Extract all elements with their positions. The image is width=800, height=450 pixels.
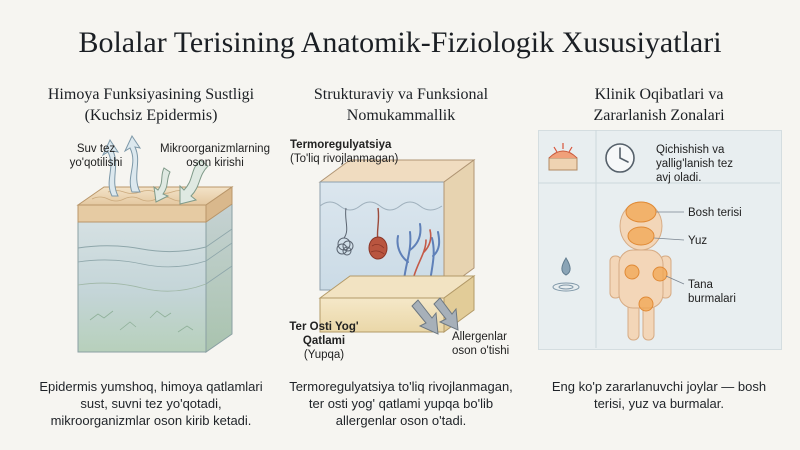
vessel-icon [396, 223, 441, 283]
nerve-coil-icon [336, 207, 354, 256]
allergen-label: Allergenlar oson o'tishi [452, 331, 510, 357]
microbe-arrow-icon [153, 159, 209, 205]
page-title: Bolalar Terisining Anatomik-Fiziologik X… [78, 26, 722, 59]
gland-icon [368, 207, 388, 260]
water-loss-label: Suv tez yo'qotilishi [69, 143, 123, 169]
affected-zones [624, 201, 668, 312]
irritated-skin-icon [548, 143, 578, 171]
body-folds-label: Tana burmalari [688, 279, 736, 305]
col2-heading: Strukturaviy va Funksional Nomukammallik [313, 86, 489, 124]
col1-heading: Himoya Funksiyasining Sustligi (Kuchsiz … [47, 86, 255, 124]
allergen-arrow-icon [411, 297, 459, 335]
scalp-label: Bosh terisi [688, 207, 742, 219]
thermoregulation-label: Termoregulyatsiya (To'liq rivojlanmagan) [290, 139, 399, 165]
structure-block-icon [318, 159, 476, 333]
col1-caption: Epidermis yumshoq, himoya qatlamlari sus… [39, 379, 263, 428]
skin-cross-section-icon [76, 186, 234, 353]
fat-layer-label: Ter Osti Yog' Qatlami (Yupqa) [289, 321, 359, 361]
itch-label: Qichishish va yallig'lanish tez avj olad… [656, 144, 733, 184]
water-drop-icon [552, 257, 580, 292]
clock-icon [605, 143, 635, 173]
col2-caption: Termoregulyatsiya to'liq rivojlanmagan, … [289, 379, 513, 428]
clinical-panel [538, 130, 782, 350]
col3-caption: Eng ko'p zararlanuvchi joylar — bosh ter… [551, 379, 767, 411]
face-label: Yuz [688, 235, 708, 247]
col3-heading: Klinik Oqibatlari va Zararlanish Zonalar… [593, 86, 725, 124]
microbe-label: Mikroorganizmlarning oson kirishi [160, 143, 270, 169]
water-loss-arrow-icon [101, 134, 142, 197]
